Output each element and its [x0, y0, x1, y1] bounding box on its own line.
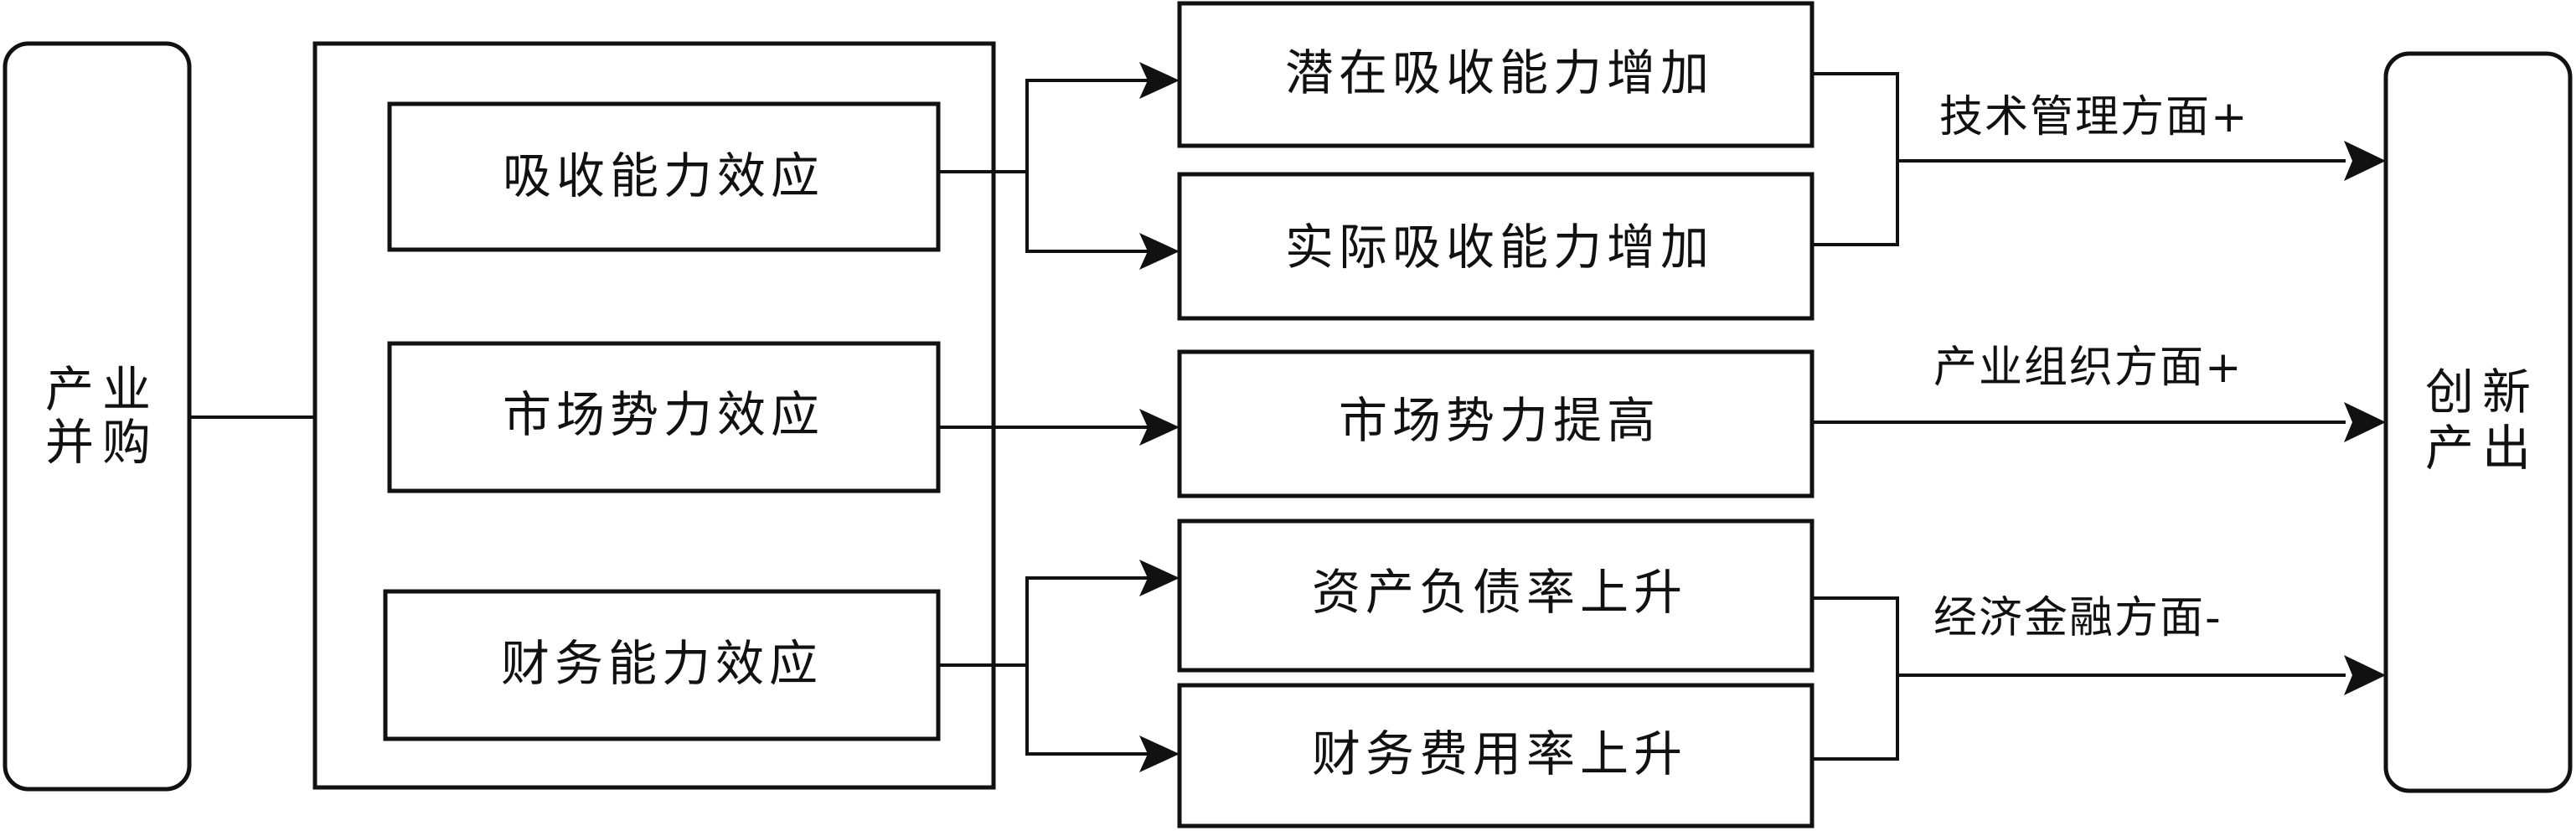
- effects-to-outcomes-connectors: [938, 62, 1180, 772]
- outcome-debt-ratio: 资产负债率上升: [1177, 519, 1815, 673]
- arrowhead-debt: [1139, 560, 1180, 596]
- source-node: 产业 并购: [3, 41, 192, 792]
- outcome-financial-expense: 财务费用率上升: [1177, 683, 1815, 828]
- arrowhead-industry: [2344, 402, 2386, 442]
- effect-market-power: 市场势力效应: [387, 341, 941, 493]
- outcomes-to-target-connectors: [1812, 72, 2386, 761]
- effect-financial: 财务能力效应: [383, 589, 941, 741]
- arrowhead-economic: [2344, 655, 2386, 695]
- outcome-financial-expense-label: 财务费用率上升: [1312, 725, 1687, 782]
- financial-merge-bracket: [1812, 596, 1899, 761]
- outcome-market-power: 市场势力提高: [1177, 349, 1815, 498]
- outcome-realized-absorptive: 实际吸收能力增加: [1177, 172, 1815, 321]
- effect-absorptive-label: 吸收能力效应: [503, 147, 824, 204]
- effect-financial-label: 财务能力效应: [501, 635, 823, 692]
- effect-market-power-label: 市场势力效应: [503, 386, 824, 443]
- aspect-economic-label: 经济金融方面-: [1933, 593, 2222, 643]
- outcome-potential-absorptive: 潜在吸收能力增加: [1177, 1, 1815, 148]
- arrowhead-potential: [1139, 62, 1180, 99]
- absorptive-to-realized-line: [1025, 172, 1148, 253]
- outcome-market-power-label: 市场势力提高: [1339, 392, 1660, 449]
- arrowhead-technology: [2344, 141, 2386, 181]
- effect-financial-box: [383, 589, 941, 741]
- target-node-line1: 创新: [2425, 364, 2539, 421]
- effect-absorptive: 吸收能力效应: [387, 101, 941, 252]
- absorptive-merge-bracket: [1812, 72, 1899, 246]
- target-node-line2: 产出: [2425, 420, 2539, 477]
- source-node-line2: 并购: [45, 414, 159, 471]
- outcome-realized-absorptive-label: 实际吸收能力增加: [1285, 219, 1714, 276]
- outcome-potential-absorptive-label: 潜在吸收能力增加: [1285, 44, 1714, 101]
- arrowhead-realized: [1139, 233, 1180, 270]
- financial-to-expense-line: [1025, 665, 1148, 756]
- arrowhead-market: [1139, 409, 1180, 446]
- effect-absorptive-box: [387, 101, 941, 252]
- aspect-industry-label: 产业组织方面+: [1933, 343, 2243, 393]
- arrowhead-expense: [1139, 736, 1180, 772]
- outcome-financial-expense-box: [1177, 683, 1815, 828]
- target-node-box: [2383, 51, 2573, 793]
- source-node-line1: 产业: [45, 361, 159, 418]
- outcome-debt-ratio-label: 资产负债率上升: [1312, 564, 1687, 621]
- effect-market-power-box: [387, 341, 941, 493]
- absorptive-to-potential-line: [938, 79, 1148, 173]
- financial-to-debt-line: [938, 576, 1148, 667]
- outcome-potential-absorptive-box: [1177, 1, 1815, 148]
- aspect-technology-label: 技术管理方面+: [1939, 92, 2249, 142]
- target-node: 创新 产出: [2383, 51, 2573, 793]
- outcome-debt-ratio-box: [1177, 519, 1815, 673]
- outcome-realized-absorptive-box: [1177, 172, 1815, 321]
